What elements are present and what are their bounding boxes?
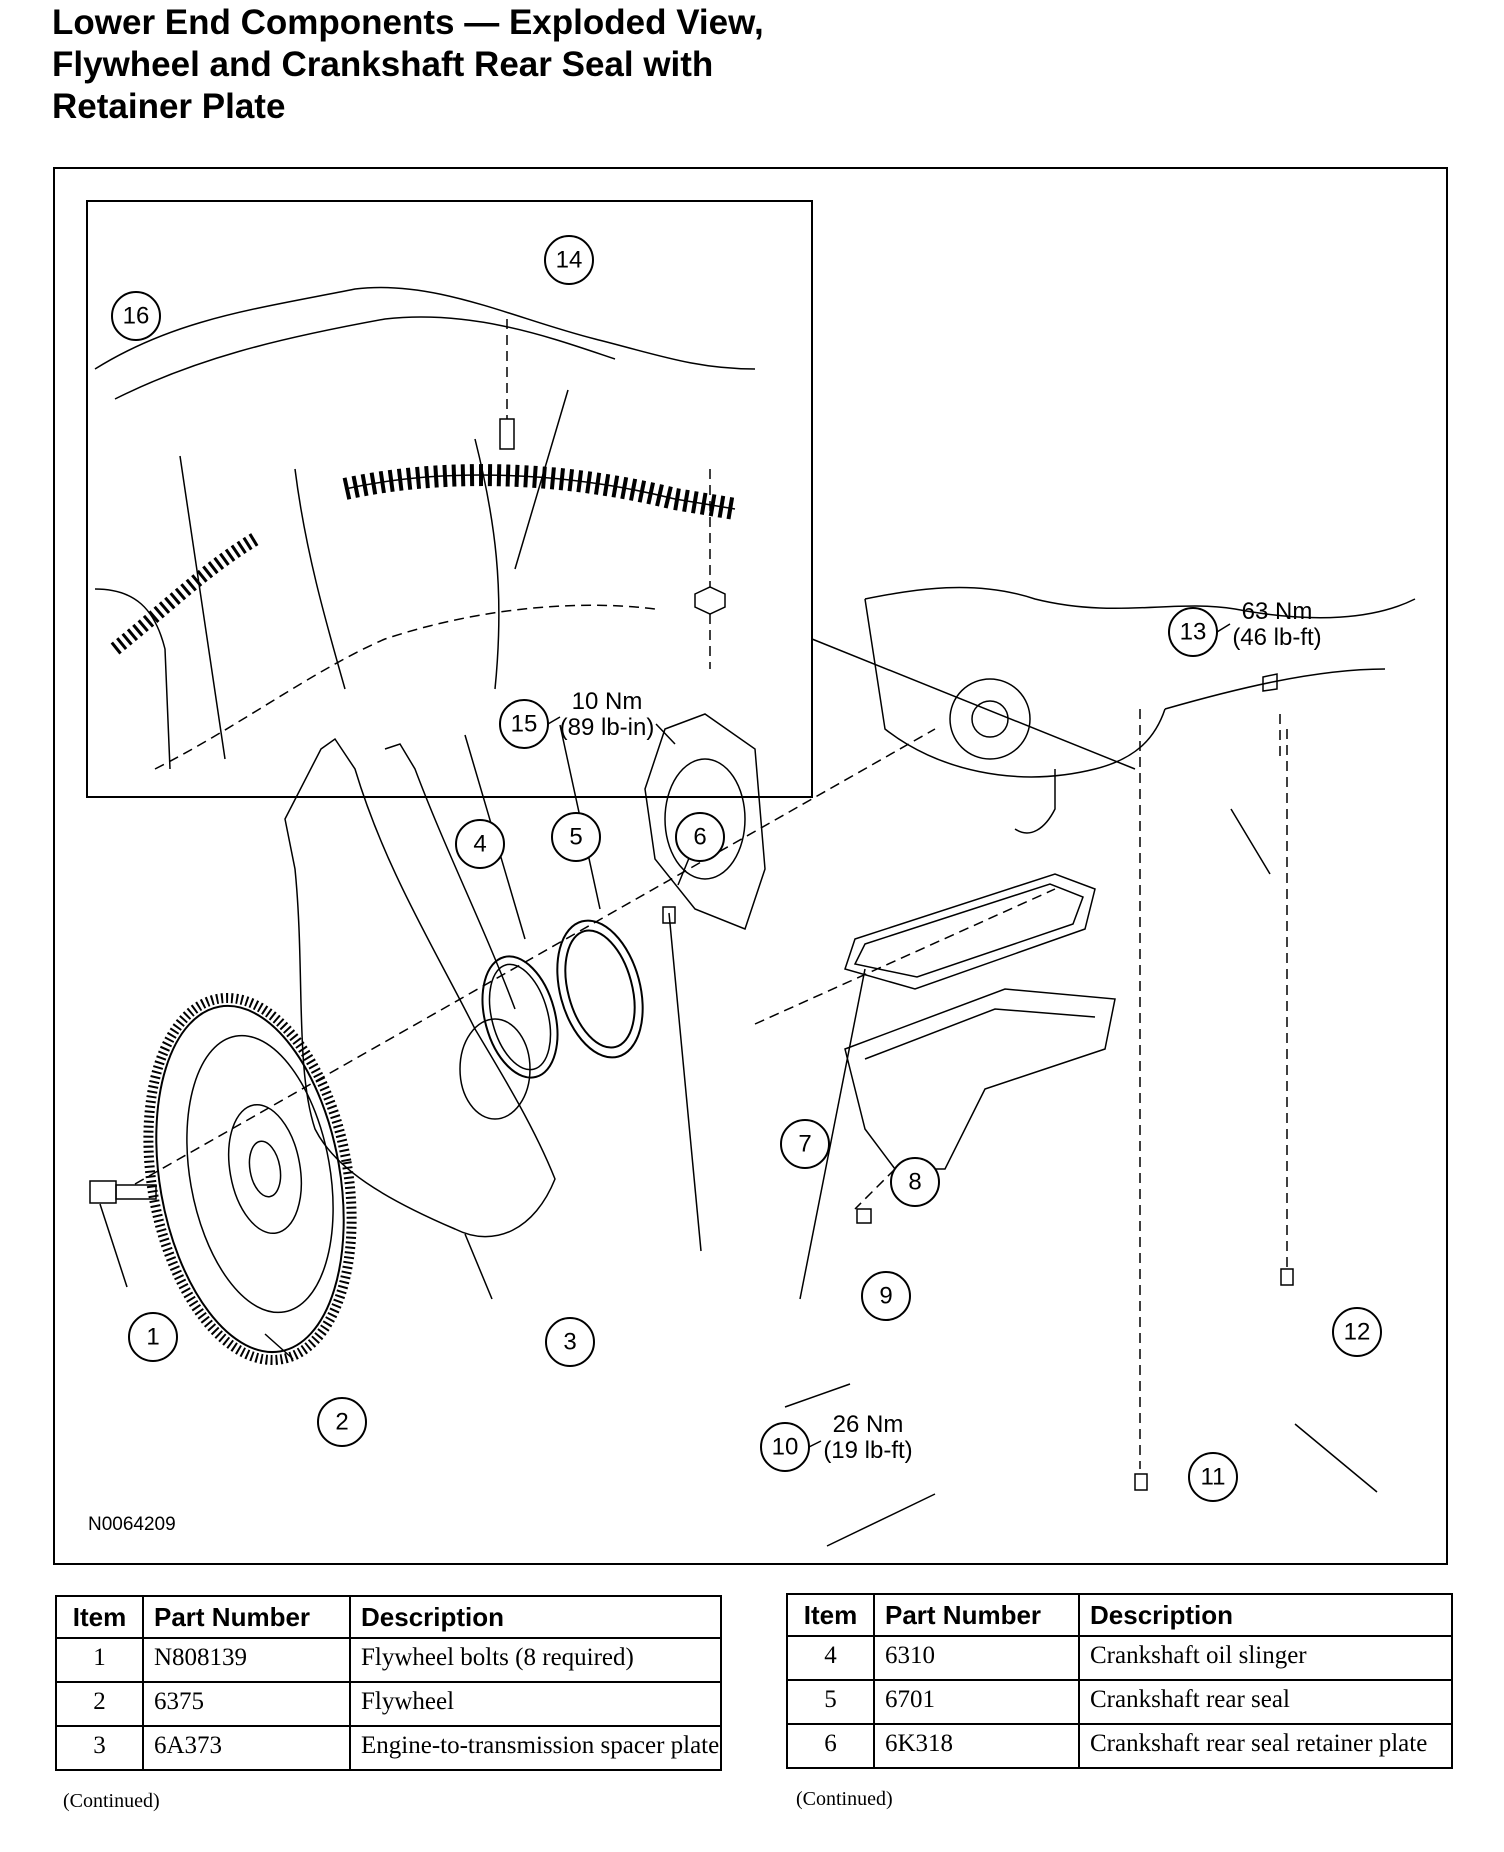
- torque-spec-10: 26 Nm (19 lb-ft): [808, 1411, 913, 1464]
- bolt-7-drawing: [662, 906, 676, 924]
- engine-block-sketch: [864, 586, 1416, 1469]
- callout-15: 15: [499, 699, 549, 749]
- inset-engine-sketch: [94, 286, 756, 770]
- rear-seal-drawing: [556, 919, 644, 1059]
- callout-6: 6: [675, 812, 725, 862]
- table-row: 4 6310 Crankshaft oil slinger: [786, 1635, 1453, 1681]
- svg-text:10 Nm: 10 Nm: [572, 688, 643, 715]
- torque-spec-13: 63 Nm (46 lb-ft): [1216, 598, 1322, 651]
- svg-text:7: 7: [798, 1131, 811, 1158]
- table-row: 1 N808139 Flywheel bolts (8 required): [55, 1637, 722, 1683]
- callout-11: 11: [1188, 1452, 1238, 1502]
- parts-table-left: Item Part Number Description 1 N808139 F…: [55, 1595, 722, 1771]
- svg-text:14: 14: [556, 247, 583, 274]
- svg-text:2: 2: [335, 1409, 348, 1436]
- callout-4: 4: [455, 819, 505, 869]
- callout-7: 7: [780, 1119, 830, 1169]
- continued-note-left: (Continued): [63, 1790, 160, 1812]
- svg-text:3: 3: [563, 1329, 576, 1356]
- callout-14: 14: [544, 235, 594, 285]
- svg-text:13: 13: [1180, 619, 1207, 646]
- svg-text:26 Nm: 26 Nm: [833, 1411, 904, 1438]
- svg-text:9: 9: [879, 1283, 892, 1310]
- page-title: Lower End Components — Exploded View, Fl…: [52, 3, 764, 126]
- callout-8: 8: [890, 1157, 940, 1207]
- figure-code: N0064209: [88, 1514, 176, 1535]
- table-row: 2 6375 Flywheel: [55, 1681, 722, 1727]
- header-description: Description: [1078, 1593, 1453, 1637]
- svg-text:(89 lb-in): (89 lb-in): [560, 714, 655, 741]
- svg-text:1: 1: [146, 1324, 159, 1351]
- callout-12: 12: [1332, 1307, 1382, 1357]
- svg-text:5: 5: [569, 824, 582, 851]
- parts-table-right: Item Part Number Description 4 6310 Cran…: [786, 1593, 1453, 1769]
- callout-1: 1: [128, 1312, 178, 1362]
- callout-2: 2: [317, 1397, 367, 1447]
- svg-text:(46 lb-ft): (46 lb-ft): [1232, 624, 1321, 651]
- header-item: Item: [55, 1595, 144, 1639]
- callout-16: 16: [111, 291, 161, 341]
- svg-text:6: 6: [693, 824, 706, 851]
- flywheel-bolt-drawing: [89, 1180, 157, 1204]
- oil-slinger-drawing: [481, 955, 559, 1079]
- header-description: Description: [349, 1595, 722, 1639]
- callout-3: 3: [545, 1317, 595, 1367]
- svg-text:11: 11: [1201, 1464, 1226, 1491]
- spacer-plate-outline: [284, 737, 556, 1238]
- table-row: 3 6A373 Engine-to-transmission spacer pl…: [55, 1725, 722, 1771]
- callout-5: 5: [551, 812, 601, 862]
- oil-pan-gasket-drawing: [844, 873, 1096, 990]
- callout-9: 9: [861, 1271, 911, 1321]
- inset-detail-box: [86, 200, 813, 798]
- oil-pan-drawing: [844, 988, 1116, 1170]
- table-row: 6 6K318 Crankshaft rear seal retainer pl…: [786, 1723, 1453, 1769]
- svg-text:12: 12: [1344, 1319, 1371, 1346]
- continued-note-right: (Continued): [796, 1788, 893, 1810]
- retainer-plate-drawing: [644, 713, 766, 930]
- header-item: Item: [786, 1593, 875, 1637]
- svg-text:16: 16: [123, 303, 150, 330]
- bolt7-axis-line: [754, 888, 1056, 1025]
- svg-text:4: 4: [473, 831, 486, 858]
- header-part-number: Part Number: [142, 1595, 351, 1639]
- inset-leader-line: [811, 638, 1136, 770]
- svg-text:(19 lb-ft): (19 lb-ft): [823, 1437, 912, 1464]
- svg-text:63 Nm: 63 Nm: [1242, 598, 1313, 625]
- diagram-drawing: 1 2 3 4 5 6 7 8 9 10 11 12 13 14 15 16 6…: [86, 200, 1416, 1547]
- exploded-view-diagram: 1 2 3 4 5 6 7 8 9 10 11 12 13 14 15 16 6…: [53, 167, 1448, 1565]
- torque-spec-15: 10 Nm (89 lb-in): [547, 688, 655, 741]
- header-part-number: Part Number: [873, 1593, 1080, 1637]
- svg-text:8: 8: [908, 1169, 921, 1196]
- svg-text:15: 15: [511, 711, 538, 738]
- callout-13: 13: [1168, 607, 1218, 657]
- svg-text:10: 10: [772, 1434, 799, 1461]
- callout-10: 10: [760, 1422, 810, 1472]
- table-row: 5 6701 Crankshaft rear seal: [786, 1679, 1453, 1725]
